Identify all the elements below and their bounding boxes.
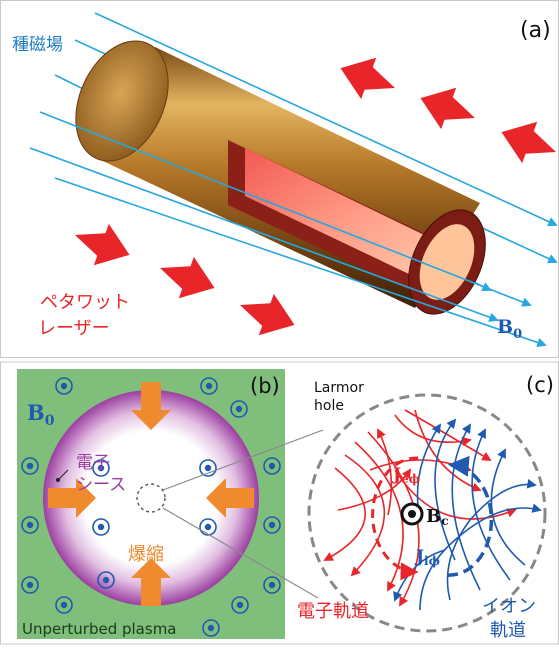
seed-field-lines-front — [29, 111, 547, 348]
sheath-label-line2: シース — [76, 475, 126, 495]
bc-symbol-icon — [400, 502, 424, 526]
panel-c-label: (c) — [526, 373, 554, 397]
larmor-hole-boundary — [307, 393, 547, 633]
ion-orbit-label-line1: イオン — [482, 596, 536, 617]
panel-b: (b) B0 電子 シース 爆縮 Unperturbed plasma — [17, 369, 285, 639]
electron-orbit-label: 電子軌道 — [297, 601, 369, 622]
electron-sheath — [43, 390, 259, 606]
bc-label: Bc — [426, 506, 449, 528]
ion-current-loop — [446, 455, 494, 577]
implosion-arrows — [48, 382, 254, 606]
ion-orbit-label-line2: 軌道 — [490, 620, 526, 641]
larmor-label-line1: Larmor — [314, 380, 364, 396]
sheath-pointer — [57, 469, 69, 481]
laser-label-line2: レーザー — [38, 318, 110, 339]
panel-c: (c) Larmor hole Jeϕ Bc Jiϕ 電子軌道 イオン 軌道 — [297, 373, 554, 641]
seed-field-label: 種磁場 — [12, 35, 63, 55]
sheath-label-line1: 電子 — [76, 453, 110, 473]
field-out-symbols — [21, 377, 281, 637]
laser-arrows-right — [75, 223, 295, 336]
panel-b-label: (b) — [250, 374, 280, 398]
ji-phi-label: Jiϕ — [414, 547, 440, 568]
panel-a: (a) 種磁場 ペタワット レーザー B0 — [12, 12, 558, 348]
implosion-label: 爆縮 — [128, 544, 164, 565]
laser-label-line1: ペタワット — [40, 292, 130, 313]
electron-orbits — [323, 409, 517, 607]
larmor-hole-small — [136, 483, 166, 513]
plasma-footer: Unperturbed plasma — [22, 620, 177, 638]
laser-arrows-left — [340, 57, 556, 164]
je-phi-label: Jeϕ — [391, 465, 420, 486]
b0-label-a: B0 — [497, 316, 522, 342]
panel-a-label: (a) — [520, 18, 551, 43]
zoom-connectors — [162, 429, 324, 599]
electron-current-loop — [371, 456, 419, 581]
target-cylinder — [75, 40, 486, 315]
larmor-label-line2: hole — [314, 398, 344, 414]
b0-label-b: B0 — [27, 400, 55, 429]
